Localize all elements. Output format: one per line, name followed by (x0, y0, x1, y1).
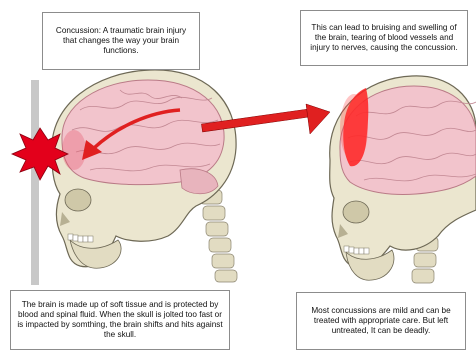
right-head (330, 76, 476, 283)
caption-outcome: Most concussions are mild and can be tre… (296, 292, 466, 350)
caption-mechanism: The brain is made up of soft tissue and … (10, 290, 230, 350)
left-head (52, 70, 237, 282)
left-spine (200, 190, 237, 282)
right-bruise-glow (340, 94, 368, 162)
caption-definition-text: Concussion: A traumatic brain injury tha… (48, 26, 194, 57)
left-impact-bruise (62, 130, 86, 170)
caption-outcome-text: Most concussions are mild and can be tre… (302, 306, 460, 337)
caption-effects-text: This can lead to bruising and swelling o… (306, 23, 462, 54)
caption-mechanism-text: The brain is made up of soft tissue and … (16, 300, 224, 341)
caption-effects: This can lead to bruising and swelling o… (300, 10, 468, 66)
right-eye-socket (343, 201, 369, 223)
impact-burst (12, 128, 68, 180)
left-eye-socket (65, 189, 91, 211)
caption-definition: Concussion: A traumatic brain injury tha… (42, 12, 200, 70)
